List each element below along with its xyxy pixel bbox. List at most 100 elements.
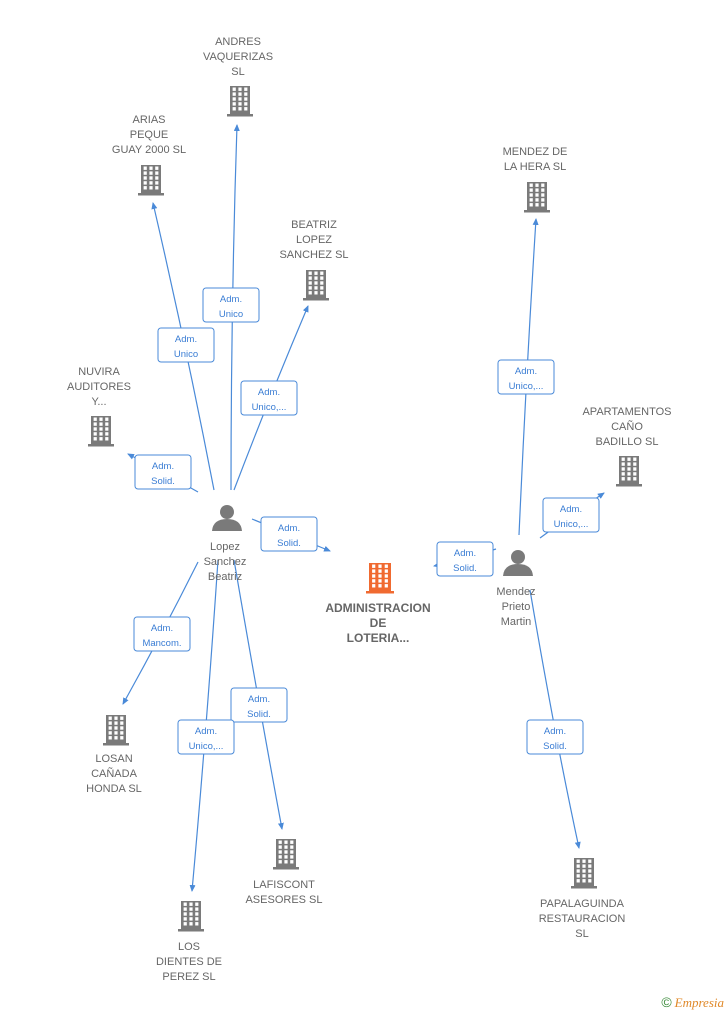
edge-label-line: Solid.	[453, 563, 477, 574]
edge-label-line: Adm.	[544, 726, 566, 737]
edge-label-line: Solid.	[543, 741, 567, 752]
node-label-line: DIENTES DE	[156, 956, 222, 968]
edge-label-line: Adm.	[220, 294, 242, 305]
edge-mendez-mendezhera: Adm. Unico,...	[497, 218, 555, 536]
node-label-line: Martin	[501, 616, 532, 628]
edge-label-line: Unico,...	[252, 402, 287, 413]
edge-label-box[interactable]	[542, 497, 600, 533]
edge-lopez-losan: Adm. Mancom.	[122, 561, 199, 705]
edge-label-line: Adm.	[152, 461, 174, 472]
edge-label-box[interactable]	[134, 454, 192, 490]
edge-lopez-nuvira: Adm. Solid.	[127, 453, 199, 493]
node-label-line: ADMINISTRACION	[325, 601, 430, 615]
edge-lopez-lafiscont: Adm. Solid.	[230, 559, 288, 830]
node-label-line: LOPEZ	[296, 234, 332, 246]
building-icon	[103, 715, 129, 746]
edge-label-line: Mancom.	[142, 638, 181, 649]
edge-label-line: Solid.	[247, 709, 271, 720]
edge-lopez-beatriz: Adm.Unico,...	[233, 305, 309, 491]
person-icon	[212, 505, 242, 531]
edge-label-line: Adm.	[278, 523, 300, 534]
edge-label-line: Unico,...	[189, 741, 224, 752]
node-papalaguinda[interactable]: PAPALAGUINDA RESTAURACION SL	[539, 858, 626, 940]
edge-label-box[interactable]	[497, 359, 555, 395]
edge-label-line: Adm.	[515, 366, 537, 377]
node-label-line: LOTERIA...	[347, 631, 410, 645]
edge-label-line: Adm.	[248, 694, 270, 705]
node-label-line: LA HERA SL	[504, 161, 566, 173]
edge-mendez-admin: Adm. Solid.	[433, 541, 497, 577]
edges-layer: Adm.UnicoAdm.UnicoAdm.Unico,...Adm.Solid…	[122, 124, 605, 892]
node-label-line: Mendez	[496, 586, 535, 598]
building-icon	[366, 563, 394, 594]
node-label-line: Lopez	[210, 541, 240, 553]
edge-mendez-apartamentos: Adm. Unico,...	[539, 492, 605, 539]
building-icon	[273, 839, 299, 870]
building-icon	[303, 270, 329, 301]
edge-label-box[interactable]	[157, 327, 215, 363]
building-icon	[178, 901, 204, 932]
node-label-line: ASESORES SL	[245, 894, 322, 906]
node-admin[interactable]: ADMINISTRACIONDELOTERIA...	[325, 563, 431, 645]
edge-lopez-admin: Adm.Solid.	[251, 516, 331, 552]
edge-label-line: Adm.	[151, 623, 173, 634]
node-label-line: GUAY 2000 SL	[112, 144, 186, 156]
footer-brand[interactable]: ©Empresia	[661, 994, 724, 1011]
node-label-line: PEREZ SL	[162, 971, 215, 983]
edge-label-box[interactable]	[436, 541, 494, 577]
edge-label-line: Adm.	[175, 334, 197, 345]
edge-label-box[interactable]	[230, 687, 288, 723]
person-icon	[503, 550, 533, 576]
edge-label-box[interactable]	[260, 516, 318, 552]
node-label-line: Prieto	[502, 601, 531, 613]
node-label-line: LOS	[178, 941, 200, 953]
node-label-line: SL	[575, 928, 588, 940]
edge-label-line: Adm.	[454, 548, 476, 559]
node-dientes[interactable]: LOS DIENTES DE PEREZ SL	[156, 901, 222, 983]
edge-label-line: Solid.	[151, 476, 175, 487]
building-icon	[138, 165, 164, 196]
node-label-line: CAÑADA	[91, 767, 138, 780]
edge-arrow	[529, 589, 581, 849]
node-andres[interactable]: ANDRES VAQUERIZAS SL	[203, 36, 273, 117]
building-icon	[616, 456, 642, 487]
edge-lopez-arias: Adm.Unico	[151, 202, 215, 491]
node-label-line: APARTAMENTOS	[582, 406, 671, 418]
node-label-line: VAQUERIZAS	[203, 51, 273, 63]
node-label-line: DE	[370, 616, 387, 630]
node-label-line: BADILLO SL	[596, 436, 659, 448]
node-label-line: PAPALAGUINDA	[540, 898, 625, 910]
node-label-line: NUVIRA	[78, 366, 120, 378]
node-label-line: Y...	[91, 396, 106, 408]
edge-label-line: Unico,...	[554, 519, 589, 530]
edge-label-line: Adm.	[195, 726, 217, 737]
edge-label-box[interactable]	[240, 380, 298, 416]
node-label-line: RESTAURACION	[539, 913, 626, 925]
building-icon	[88, 416, 114, 447]
node-label-line: SL	[231, 66, 244, 78]
edge-label-box[interactable]	[177, 719, 235, 755]
edge-label-box[interactable]	[526, 719, 584, 755]
building-icon	[524, 182, 550, 213]
node-label-line: ARIAS	[132, 114, 165, 126]
edge-label-line: Adm.	[560, 504, 582, 515]
edge-label-box[interactable]	[202, 287, 260, 323]
edge-label-box[interactable]	[133, 616, 191, 652]
edge-label-line: Unico,...	[509, 381, 544, 392]
node-nuvira[interactable]: NUVIRA AUDITORES Y...	[67, 366, 131, 447]
node-label-line: ANDRES	[215, 36, 261, 48]
node-label-line: SANCHEZ SL	[279, 249, 348, 261]
node-mendezhera[interactable]: MENDEZ DE LA HERA SL	[503, 146, 568, 213]
node-label-line: AUDITORES	[67, 381, 131, 393]
edge-label-line: Unico	[219, 309, 243, 320]
node-label-line: MENDEZ DE	[503, 146, 568, 158]
